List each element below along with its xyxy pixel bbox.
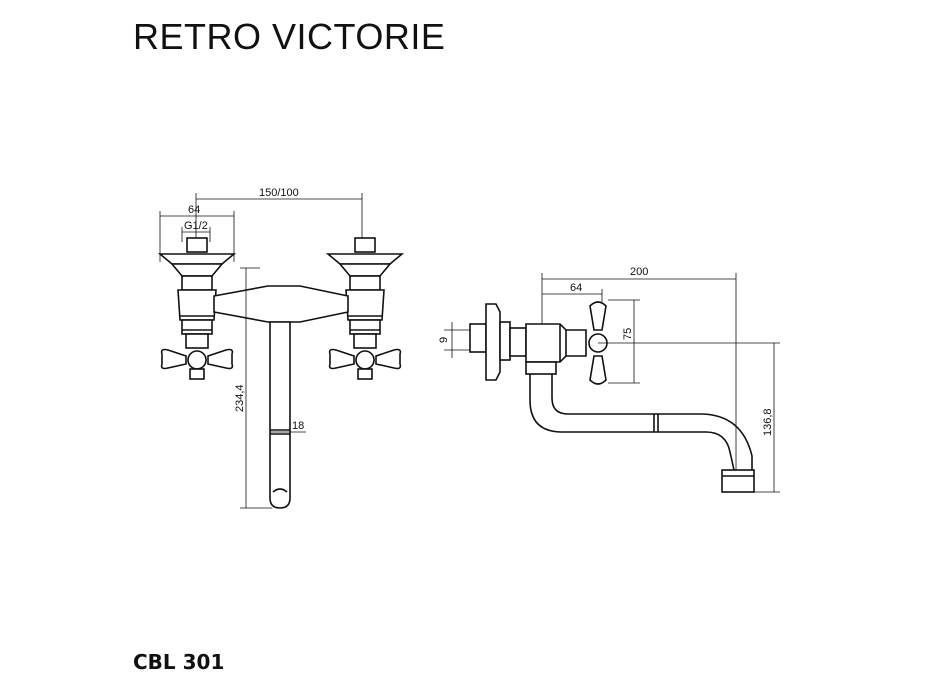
model-number: CBL 301 bbox=[133, 650, 225, 674]
side-view: 200 64 75 9 bbox=[438, 266, 780, 493]
dim-spacing: 150/100 bbox=[259, 187, 299, 199]
dim-spout-height: 136,8 bbox=[762, 408, 774, 436]
dim-reach: 200 bbox=[630, 266, 648, 278]
front-view: 150/100 64 G1/2 bbox=[157, 187, 405, 509]
dim-handle-height: 75 bbox=[622, 328, 634, 340]
dim-depth: 64 bbox=[570, 282, 582, 294]
dim-width: 64 bbox=[188, 204, 200, 216]
dim-thread: G1/2 bbox=[184, 220, 208, 232]
dim-spout-diameter: 18 bbox=[292, 420, 304, 432]
dim-connector: 9 bbox=[438, 337, 450, 343]
dim-height: 234,4 bbox=[234, 384, 246, 412]
page-title: RETRO VICTORIE bbox=[133, 16, 446, 57]
